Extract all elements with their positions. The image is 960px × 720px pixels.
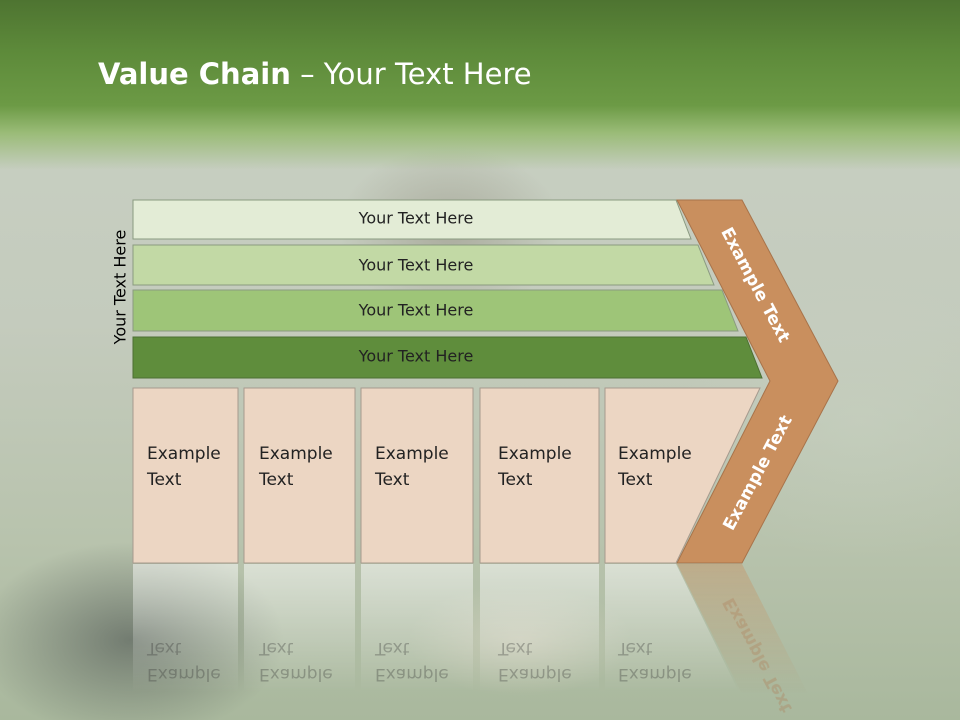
reflection-box-5-line2: Text bbox=[617, 638, 653, 658]
bar-4 bbox=[132, 336, 763, 379]
box-1 bbox=[132, 387, 239, 564]
header-band bbox=[0, 0, 960, 170]
box-5 bbox=[604, 387, 761, 564]
box-1-line1: Example bbox=[147, 444, 221, 464]
reflection-chevron bbox=[677, 564, 808, 694]
reflection-box-4-line1: Example bbox=[498, 664, 572, 684]
box-group: Example Text Example Text Example Text E… bbox=[132, 387, 761, 564]
box-3-line2: Text bbox=[374, 470, 410, 490]
slide-title: Value Chain – Your Text Here bbox=[98, 52, 532, 96]
box-4 bbox=[479, 387, 600, 564]
box-3 bbox=[360, 387, 474, 564]
reflection-box-2-line1: Example bbox=[259, 664, 333, 684]
bar-1 bbox=[132, 199, 692, 240]
reflection-box-1 bbox=[133, 564, 238, 694]
reflection-box-5-line1: Example bbox=[618, 664, 692, 684]
box-2 bbox=[243, 387, 356, 564]
box-5-line1: Example bbox=[618, 444, 692, 464]
reflection-box-3-line1: Example bbox=[375, 664, 449, 684]
reflection-box-1-line2: Text bbox=[146, 638, 182, 658]
bar-3 bbox=[132, 289, 739, 332]
side-label: Your Text Here bbox=[111, 230, 130, 346]
reflection-box-5 bbox=[605, 564, 740, 694]
title-rest: – Your Text Here bbox=[290, 57, 532, 91]
reflection-box-4-line2: Text bbox=[497, 638, 533, 658]
bar-4-label: Your Text Here bbox=[358, 347, 474, 366]
bar-1-label: Your Text Here bbox=[358, 209, 474, 228]
box-4-line2: Text bbox=[497, 470, 533, 490]
box-2-line2: Text bbox=[258, 470, 294, 490]
bar-3-label: Your Text Here bbox=[358, 301, 474, 320]
reflection-box-2-line2: Text bbox=[258, 638, 294, 658]
title-bold: Value Chain bbox=[98, 57, 291, 91]
box-2-line1: Example bbox=[259, 444, 333, 464]
reflection-box-2 bbox=[244, 564, 355, 694]
reflection-box-4 bbox=[480, 564, 599, 694]
chevron-arrow bbox=[676, 199, 839, 564]
reflection-box-3 bbox=[361, 564, 473, 694]
box-1-line2: Text bbox=[146, 470, 182, 490]
reflection-box-3-line2: Text bbox=[374, 638, 410, 658]
box-4-line1: Example bbox=[498, 444, 572, 464]
bar-2-label: Your Text Here bbox=[358, 256, 474, 275]
bar-group: Your Text Here Your Text Here Your Text … bbox=[132, 199, 763, 379]
bar-2 bbox=[132, 244, 715, 286]
reflection-group: Example Text Example Text Example Text E… bbox=[133, 564, 808, 716]
box-3-line1: Example bbox=[375, 444, 449, 464]
box-5-line2: Text bbox=[617, 470, 653, 490]
reflection-box-1-line1: Example bbox=[147, 664, 221, 684]
